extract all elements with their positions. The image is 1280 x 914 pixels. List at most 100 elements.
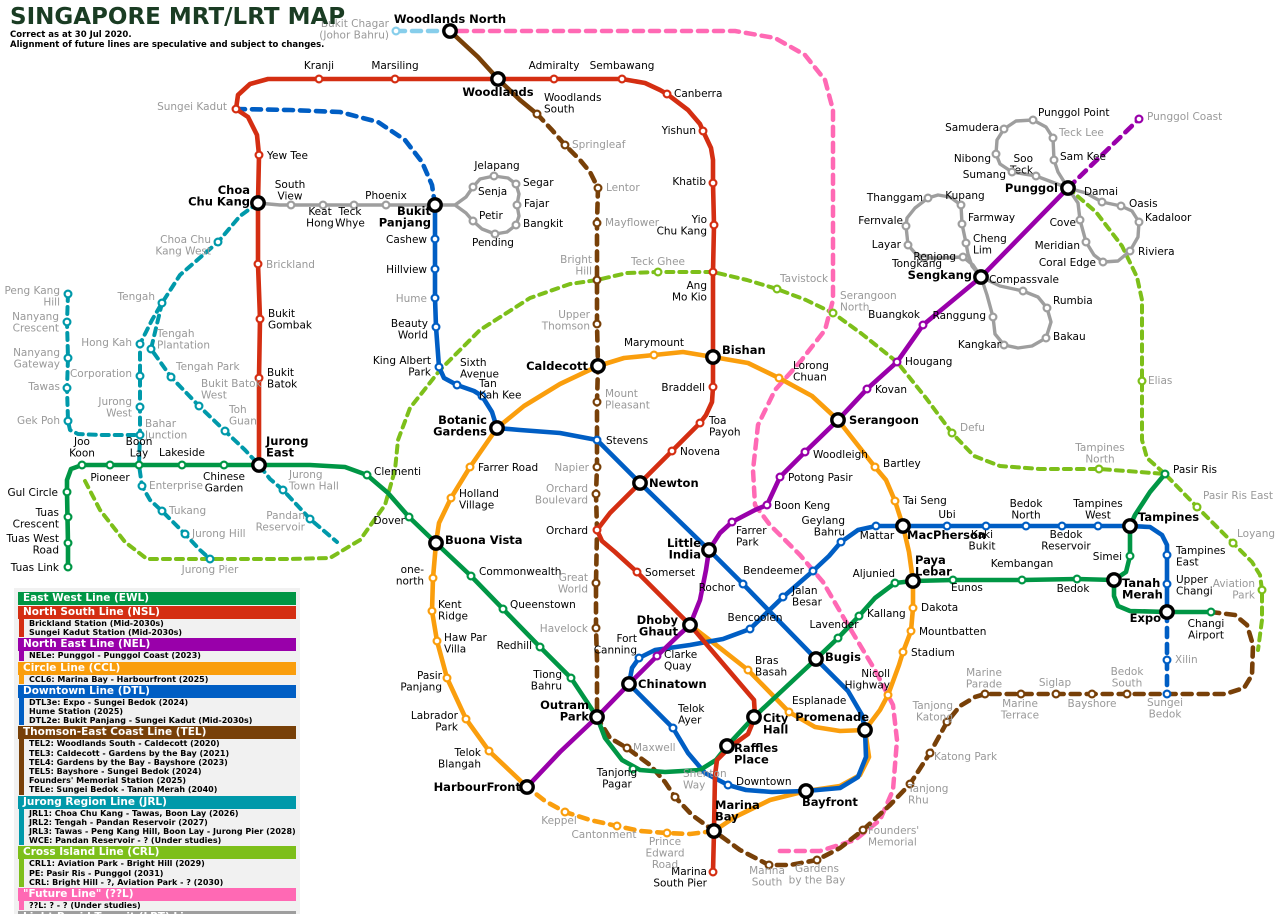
station-marker-bencoolen xyxy=(745,624,755,634)
station-marker-hume xyxy=(430,293,440,303)
station-nibong: Nibong xyxy=(954,149,1001,165)
station-marker-napier xyxy=(592,462,602,472)
station-label-bugis: Bugis xyxy=(825,650,861,664)
station-label-downtown: Downtown xyxy=(736,776,792,788)
station-label-tavistock: Tavistock xyxy=(779,273,829,285)
station-hougang: Hougang xyxy=(892,356,952,368)
station-mountbatten: Mountbatten xyxy=(906,626,986,638)
station-marker-haw-par-villa xyxy=(432,636,442,646)
station-compassvale: Compassvale xyxy=(989,274,1059,296)
station-marker-coral-edge xyxy=(1098,257,1108,267)
station-newton: Newton xyxy=(632,475,699,491)
station-label-brickland: Brickland xyxy=(266,259,315,271)
station-label-dover: Dover xyxy=(374,515,406,527)
station-chinatown: Chinatown xyxy=(621,676,707,692)
legend-note-tel-4: Founders' Memorial Station (2025) xyxy=(19,776,296,786)
station-label-fajar: Fajar xyxy=(524,198,550,210)
station-label-corporation: Corporation xyxy=(70,368,132,380)
station-katong-park: Katong Park xyxy=(925,748,998,763)
station-marker-havelock xyxy=(591,623,601,633)
station-marker-bedok-reservoir xyxy=(1057,521,1067,531)
station-marker-sixth-avenue xyxy=(452,380,462,390)
line-crl-seg0 xyxy=(83,270,1264,652)
legend-note-jrl-1: JRL2: Tengah - Pandan Reservoir (2027) xyxy=(19,817,296,828)
station-marker-jalan-besar xyxy=(778,592,788,602)
station-marker-petir xyxy=(468,216,478,226)
legend-header-fut: "Future Line" (??L) xyxy=(18,888,296,902)
legend-note-dtl-1: Hume Station (2025) xyxy=(19,707,296,717)
legend-note-crl-0: CRL1: Aviation Park - Bright Hill (2029) xyxy=(19,859,296,869)
station-label-kupang: Kupang xyxy=(945,190,984,202)
station-marker-tampines-east xyxy=(1162,550,1172,560)
station-marker-great-world xyxy=(591,578,601,588)
station-label-bayfront: Bayfront xyxy=(802,795,858,809)
station-kadaloor: Kadaloor xyxy=(1134,212,1192,227)
station-marker-clarke-quay xyxy=(652,651,662,661)
station-marker-woodleigh xyxy=(800,447,810,457)
station-marker-jelapang xyxy=(489,171,499,181)
station-marker-pasir-ris xyxy=(1160,469,1170,479)
station-label-xilin: Xilin xyxy=(1175,654,1198,666)
station-marker-botanic-gardens xyxy=(489,420,505,436)
station-marker-marine-parade xyxy=(980,689,990,699)
station-layar: Layar xyxy=(872,239,913,251)
station-queenstown: Queenstown xyxy=(498,599,576,614)
station-one-north: one-north xyxy=(396,564,438,588)
station-keppel: Keppel xyxy=(541,807,577,827)
station-marker-gek-poh xyxy=(63,416,73,426)
station-marker-bartley xyxy=(870,462,880,472)
legend-note-crl-2: CRL: Bright Hill - ?, Aviation Park - ? … xyxy=(19,877,296,888)
station-label-esplanade: Esplanade xyxy=(792,695,846,707)
station-marker-little-india xyxy=(701,542,717,558)
station-label-expo: Expo xyxy=(1130,611,1162,625)
station-label-sembawang: Sembawang xyxy=(590,60,655,72)
station-cashew: Cashew xyxy=(386,234,440,246)
station-label-coral-edge: Coral Edge xyxy=(1039,257,1096,269)
station-label-napier: Napier xyxy=(554,462,589,474)
station-label-woodlands-north: Woodlands North xyxy=(394,12,506,26)
station-label-macpherson: MacPherson xyxy=(907,528,986,542)
station-label-pioneer: Pioneer xyxy=(90,472,130,484)
station-tukang: Tukang xyxy=(157,505,206,517)
station-founders-memorial: Founders'Memorial xyxy=(858,825,919,849)
station-label-lakeside: Lakeside xyxy=(159,447,205,459)
station-kallang: Kallang xyxy=(854,608,906,621)
station-marker-orchard xyxy=(592,525,602,535)
station-label-bartley: Bartley xyxy=(883,458,921,470)
station-marker-marina-south-pier xyxy=(708,867,718,877)
station-cantonment: Cantonment xyxy=(571,821,637,841)
station-label-rochor: Rochor xyxy=(699,582,736,594)
station-marker-katong-park xyxy=(925,748,935,758)
station-marker-bukit-chagar-johor-bahru xyxy=(391,26,401,36)
station-label-cantonment: Cantonment xyxy=(571,829,636,841)
station-segar: Segar xyxy=(511,177,554,189)
legend-note-crl-1: PE: Pasir Ris - Punggol (2031) xyxy=(19,868,296,878)
